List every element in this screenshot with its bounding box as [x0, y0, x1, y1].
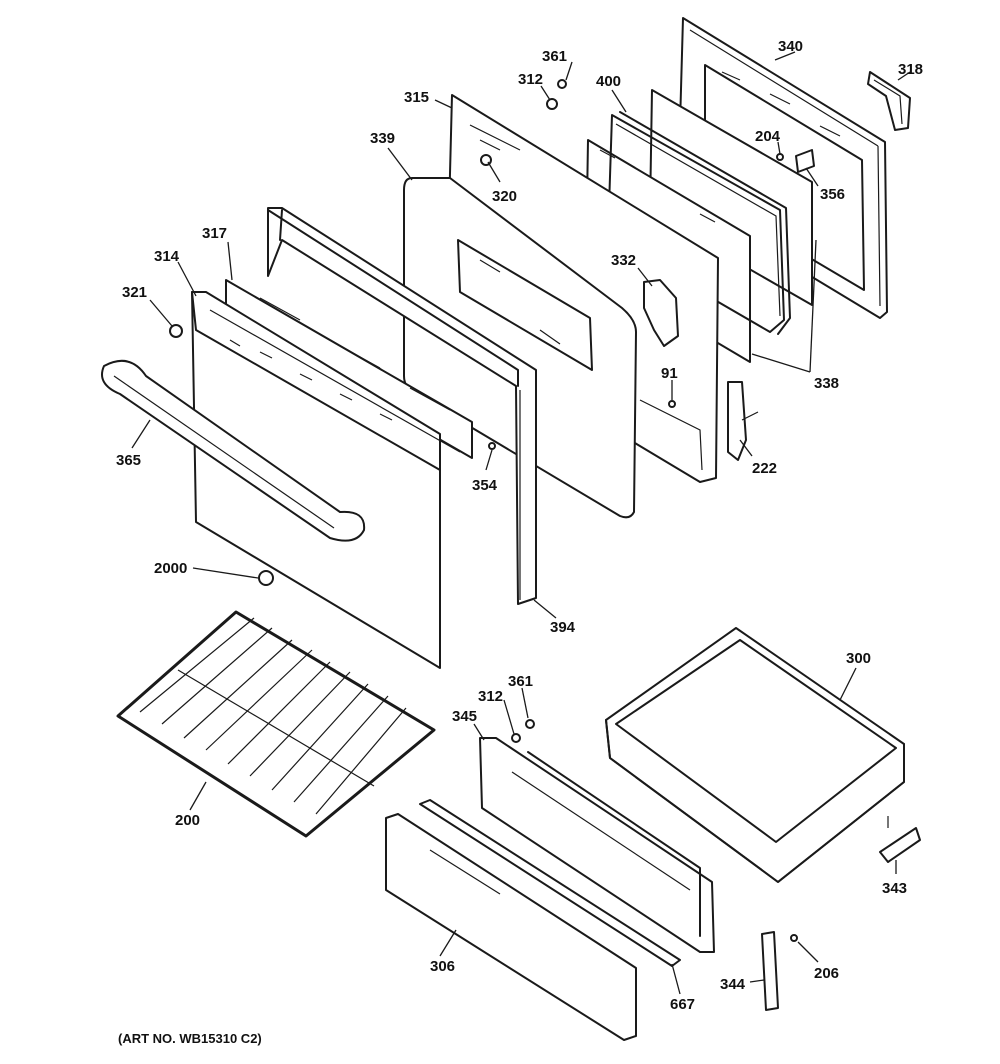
callout-338: 338 [814, 375, 839, 392]
callout-365: 365 [116, 452, 141, 469]
part-screw-361-bottom [525, 719, 535, 729]
callout-314: 314 [154, 248, 180, 265]
callout-91: 91 [661, 365, 678, 382]
part-hinge [727, 381, 759, 461]
part-nut-312-bottom [511, 733, 521, 743]
callout-200: 200 [175, 812, 200, 829]
callout-labels: 361 312 400 340 318 315 339 320 204 356 … [116, 38, 923, 1013]
callout-332: 332 [611, 252, 636, 269]
part-outer-door-panel [191, 291, 461, 669]
callout-300: 300 [846, 650, 871, 667]
callout-2000: 2000 [154, 560, 187, 577]
part-drawer-trim [419, 799, 681, 967]
part-screw-206 [790, 934, 798, 942]
part-hinge-bracket [643, 279, 679, 347]
callout-306: 306 [430, 958, 455, 975]
callout-361-top: 361 [542, 48, 567, 65]
callout-312-top: 312 [518, 71, 543, 88]
part-fastener-321 [169, 324, 183, 338]
part-door-frame-channel [267, 207, 537, 605]
part-drawer-glide [879, 816, 921, 863]
leader-lines [131, 51, 911, 995]
part-screw-204 [776, 153, 784, 161]
part-oven-rack [116, 610, 436, 838]
part-screw-354 [488, 442, 496, 450]
part-drawer-panel [385, 813, 637, 1041]
callout-321: 321 [122, 284, 147, 301]
callout-206: 206 [814, 965, 839, 982]
callout-315: 315 [404, 89, 429, 106]
part-badge-2000 [258, 570, 274, 586]
part-nut-312-top [546, 98, 558, 110]
part-gasket [867, 71, 911, 131]
art-number-caption: (ART NO. WB15310 C2) [118, 1031, 262, 1046]
callout-312-bottom: 312 [478, 688, 503, 705]
callout-344: 344 [720, 976, 746, 993]
callout-318: 318 [898, 61, 923, 78]
callout-204: 204 [755, 128, 781, 145]
callout-317: 317 [202, 225, 227, 242]
part-clip-356 [795, 149, 815, 173]
callout-222: 222 [752, 460, 777, 477]
callout-343: 343 [882, 880, 907, 897]
part-drawer-front-frame [479, 737, 715, 953]
callout-394: 394 [550, 619, 576, 636]
callout-345: 345 [452, 708, 477, 725]
callout-361-bottom: 361 [508, 673, 533, 690]
part-screw-361-top [557, 79, 567, 89]
callout-356: 356 [820, 186, 845, 203]
part-insulation [403, 177, 637, 519]
callout-667: 667 [670, 996, 695, 1013]
part-screw-91 [668, 400, 676, 408]
callout-354: 354 [472, 477, 498, 494]
part-door-handle [101, 359, 366, 542]
callout-400: 400 [596, 73, 621, 90]
callout-340: 340 [778, 38, 803, 55]
part-drawer-box [605, 627, 905, 883]
part-drawer-slide [761, 931, 779, 1011]
callout-339: 339 [370, 130, 395, 147]
callout-320: 320 [492, 188, 517, 205]
